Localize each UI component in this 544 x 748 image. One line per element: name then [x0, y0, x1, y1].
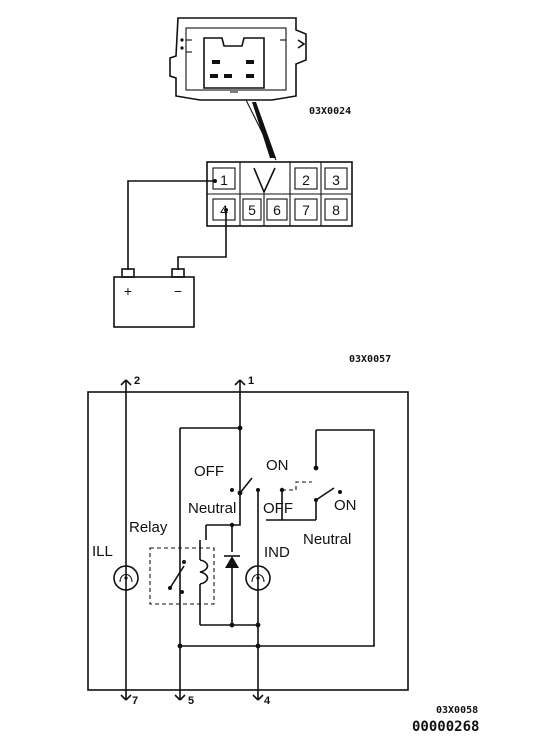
pin-label: 8 — [332, 202, 340, 218]
pin-label: 1 — [220, 172, 228, 188]
label-on-top: ON — [266, 457, 289, 474]
pin-label: 3 — [332, 172, 340, 188]
pin-label: 5 — [248, 202, 256, 218]
battery-positive-label: + — [124, 283, 132, 299]
battery-negative-label: − — [174, 283, 182, 299]
terminal-label: 5 — [188, 695, 194, 707]
pin-label: 6 — [273, 202, 281, 218]
connector-body — [169, 17, 307, 101]
label-neutral-right: Neutral — [303, 531, 351, 548]
figure-code-circuit: 03X0058 — [436, 705, 478, 716]
label-neutral-left: Neutral — [188, 500, 236, 517]
ind-lamp-icon — [245, 565, 271, 591]
label-on-right: ON — [334, 497, 357, 514]
label-off-left: OFF — [194, 463, 224, 480]
key-notch-icon — [253, 167, 276, 194]
relay-coil-icon — [199, 559, 209, 585]
battery — [113, 268, 195, 328]
circuit-wiring — [87, 379, 409, 701]
pin-label: 2 — [302, 172, 310, 188]
relay — [149, 540, 215, 605]
figure-code-connector: 03X0024 — [309, 106, 351, 117]
connector-pin-grid — [206, 161, 353, 227]
test-leads — [127, 179, 228, 270]
terminal-label: 2 — [134, 375, 140, 387]
terminal-label: 7 — [132, 695, 138, 707]
label-off-right: OFF — [263, 500, 293, 517]
leader-wedge — [252, 102, 276, 158]
label-relay: Relay — [129, 519, 168, 536]
ill-lamp-icon — [113, 565, 139, 591]
left-switch — [230, 425, 260, 496]
page-number: 00000268 — [412, 719, 479, 735]
pin-label: 7 — [302, 202, 310, 218]
label-ind: IND — [264, 544, 290, 561]
label-ill: ILL — [92, 543, 113, 560]
diode-icon — [224, 555, 240, 568]
figure-code-setup: 03X0057 — [349, 354, 391, 365]
right-switch — [279, 465, 342, 502]
terminal-label: 1 — [248, 375, 254, 387]
terminal-label: 4 — [264, 695, 271, 707]
